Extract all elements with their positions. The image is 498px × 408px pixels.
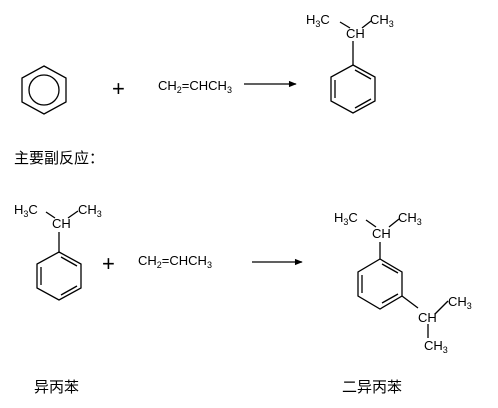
side-plus-sign: +	[102, 251, 115, 276]
product-side-methyl-down: CH3	[424, 338, 448, 355]
cumene-ch-label: CH	[346, 26, 365, 41]
cumene-methyl-right: CH3	[370, 12, 394, 29]
cumene-methyl-left: H3C	[306, 12, 330, 29]
side-reaction-heading: 主要副反应：	[14, 149, 104, 167]
product-top-ch-label: CH	[372, 226, 391, 241]
diisopropylbenzene-product: H3C CH CH3 CH CH3 CH3	[334, 210, 472, 355]
cumene-product: H3C CH CH3	[306, 12, 394, 114]
product-top-methyl-left: H3C	[334, 210, 358, 227]
reactant-methyl-left: H3C	[14, 202, 38, 219]
product-side-methyl-up: CH3	[448, 294, 472, 311]
product-top-methyl-right: CH3	[398, 210, 422, 227]
side-propene-formula: CH2=CHCH3	[138, 253, 212, 270]
benzene-ring	[21, 65, 67, 115]
product-side-ch-label: CH	[418, 310, 437, 325]
cumene-reactant: H3C CH CH3	[14, 202, 102, 301]
main-propene-formula: CH2=CHCH3	[158, 78, 232, 95]
cumene-name-label: 异丙苯	[34, 378, 79, 396]
reactant-ch-label: CH	[52, 216, 71, 231]
reactant-methyl-right: CH3	[78, 202, 102, 219]
diisopropylbenzene-name-label: 二异丙苯	[342, 378, 402, 396]
main-plus-sign: +	[112, 76, 125, 101]
